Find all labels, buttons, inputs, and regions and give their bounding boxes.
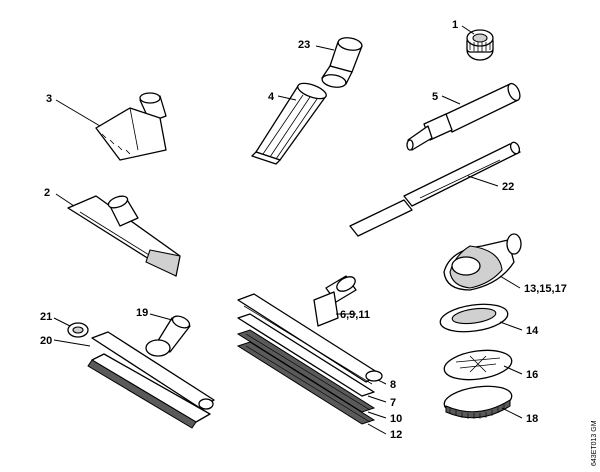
- label-part-4: 4: [268, 91, 275, 103]
- part-18-brush: [443, 385, 513, 419]
- part-4-crevice-nozzle: [251, 82, 327, 165]
- part-14-brush-insert: [439, 303, 509, 333]
- part-13-brush-dome: [443, 233, 522, 291]
- label-part-16: 16: [526, 369, 538, 381]
- label-part-6: 6,9,11: [340, 309, 370, 321]
- part-5-tapered-tube: [406, 82, 521, 151]
- label-part-20: 20: [40, 335, 52, 347]
- part-7-strip: [237, 313, 375, 397]
- label-part-22: 22: [502, 181, 514, 193]
- label-part-18: 18: [526, 413, 538, 425]
- label-part-8: 8: [390, 379, 396, 391]
- part-2-floor-nozzle: [67, 195, 181, 277]
- label-part-1: 1: [452, 19, 458, 31]
- label-part-12: 12: [390, 429, 402, 441]
- part-3-upholstery-nozzle: [95, 92, 167, 161]
- label-part-7: 7: [390, 397, 396, 409]
- part-19-swivel-floor-nozzle: [87, 315, 215, 429]
- part-1-adapter: [466, 29, 494, 61]
- part-22-flat-tube: [349, 141, 521, 237]
- part-6-large-floor-nozzle: [237, 275, 383, 385]
- part-23-connector: [321, 37, 363, 88]
- label-part-5: 5: [432, 91, 438, 103]
- part-12-strip: [236, 341, 376, 425]
- label-part-3: 3: [46, 93, 52, 105]
- leader-lines: [53, 25, 523, 435]
- label-part-14: 14: [526, 325, 539, 337]
- label-part-13: 13,15,17: [524, 283, 567, 295]
- figure-code: 643ET013 GM: [591, 420, 598, 466]
- part-21-ring: [67, 322, 89, 338]
- part-16-brush-insert: [443, 349, 513, 381]
- label-part-23: 23: [298, 39, 310, 51]
- label-part-19: 19: [136, 307, 148, 319]
- label-part-21: 21: [40, 311, 52, 323]
- label-part-2: 2: [44, 187, 50, 199]
- label-part-10: 10: [390, 413, 402, 425]
